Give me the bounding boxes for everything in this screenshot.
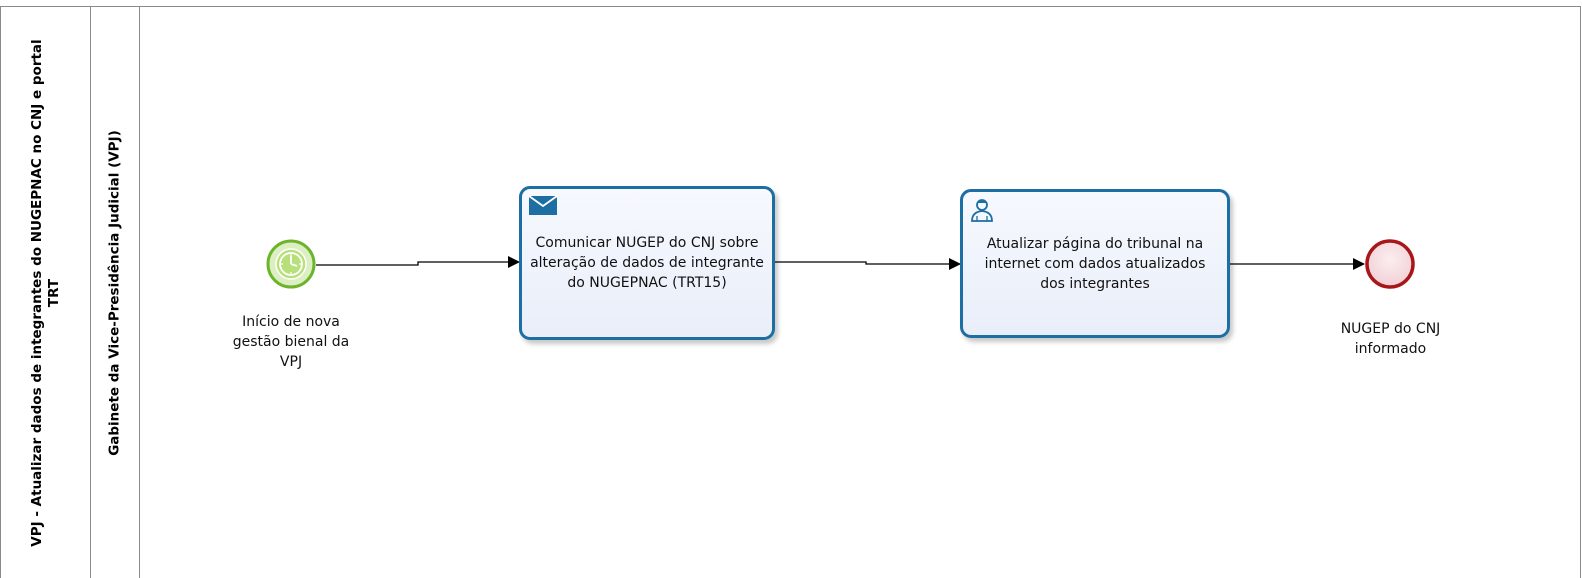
task-update-webpage[interactable]: Atualizar página do tribunal na internet… [960, 189, 1230, 338]
start-event[interactable] [266, 239, 316, 289]
envelope-icon [528, 194, 558, 220]
task-send-message[interactable]: Comunicar NUGEP do CNJ sobre alteração d… [519, 186, 775, 340]
end-event-label: NUGEP do CNJ informado [1340, 321, 1441, 357]
pool: VPJ - Atualizar dados de integrantes do … [0, 6, 1581, 578]
sequence-flow-task1-to-task2 [775, 258, 961, 270]
lane-header: Gabinete da Vice-Presidência Judicial (V… [91, 7, 140, 578]
sequence-flow-start-to-task1 [316, 256, 520, 268]
clock-icon [279, 252, 303, 276]
task-label: Comunicar NUGEP do CNJ sobre alteração d… [530, 235, 764, 291]
end-event[interactable] [1365, 239, 1415, 289]
task-label: Atualizar página do tribunal na internet… [984, 235, 1206, 292]
user-icon [969, 197, 995, 227]
pool-header: VPJ - Atualizar dados de integrantes do … [1, 7, 91, 578]
start-event-label: Início de nova gestão bienal da VPJ [232, 314, 350, 370]
